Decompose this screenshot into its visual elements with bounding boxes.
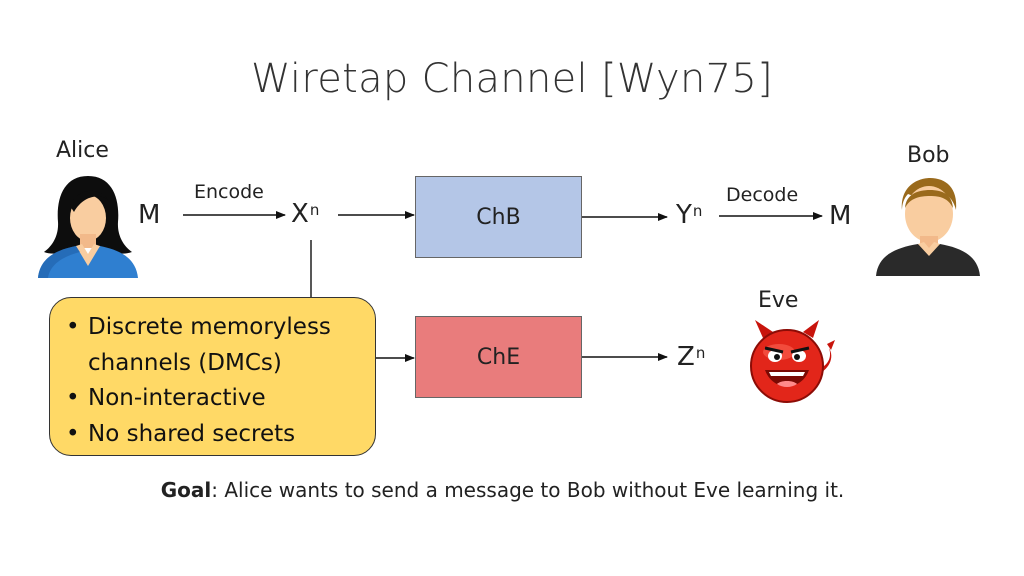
assumptions-list: Discrete memoryless channels (DMCs) Non-…	[64, 310, 365, 452]
che-label: ChE	[476, 344, 521, 370]
che-channel-box: ChE	[415, 316, 582, 398]
encode-label: Encode	[194, 181, 264, 203]
eve-label: Eve	[758, 288, 799, 313]
y-n-variable: Yn	[676, 200, 703, 230]
alice-label: Alice	[56, 138, 109, 163]
goal-text: : Alice wants to send a message to Bob w…	[211, 478, 845, 502]
bullet-item: Non-interactive	[66, 381, 365, 417]
z-n-variable: Zn	[677, 342, 706, 372]
goal-statement: Goal: Alice wants to send a message to B…	[0, 478, 1005, 502]
slide-title: Wiretap Channel [Wyn75]	[250, 56, 774, 102]
message-m-left: M	[138, 200, 161, 230]
assumptions-callout: Discrete memoryless channels (DMCs) Non-…	[49, 297, 376, 456]
x-n-variable: Xn	[291, 199, 320, 229]
decode-label: Decode	[726, 184, 799, 206]
chb-channel-box: ChB	[415, 176, 582, 258]
bob-label: Bob	[907, 143, 950, 168]
alice-avatar-icon	[38, 176, 138, 278]
message-m-right: M	[829, 201, 852, 231]
bullet-item: No shared secrets	[66, 417, 365, 453]
bob-avatar-icon	[876, 178, 980, 276]
chb-label: ChB	[476, 204, 521, 230]
eve-devil-icon	[750, 320, 835, 403]
bullet-item: Discrete memoryless channels (DMCs)	[66, 310, 365, 381]
goal-keyword: Goal	[160, 478, 212, 502]
